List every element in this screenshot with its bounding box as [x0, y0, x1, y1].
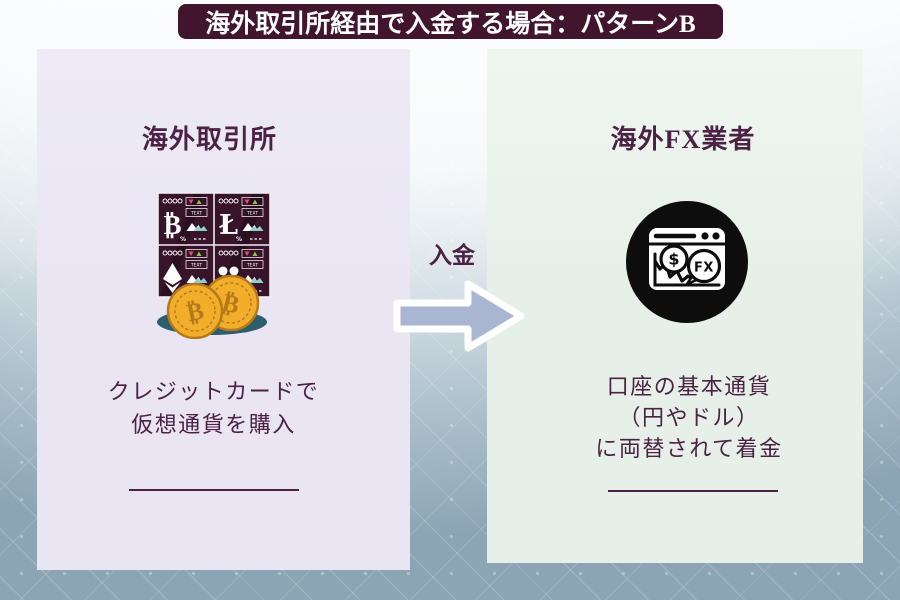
card-overseas-exchange: 海外取引所 [37, 49, 410, 570]
crypto-price-board-icon: TEXT TEXT TEXT TEXT % % % % ₿ Ł [156, 192, 271, 340]
right-arrow-icon [393, 280, 525, 352]
ethereum-symbol [162, 263, 182, 293]
chart-line [653, 260, 695, 283]
fx-speech-bubble: FX [685, 248, 722, 286]
fx-broker-illustration: $ FX [622, 197, 752, 332]
card-overseas-fx-broker: 海外FX業者 $ FX [487, 49, 863, 563]
fx-label: FX [694, 261, 714, 276]
arrow-label: 入金 [429, 243, 475, 268]
bitcoin-symbol: ₿ [163, 210, 181, 241]
board-percent-label: % [180, 236, 186, 243]
description-line: に両替されて着金 [595, 436, 783, 461]
litecoin-symbol: Ł [218, 210, 237, 241]
board-text-label: TEXT [245, 263, 258, 269]
browser-dot [712, 232, 720, 240]
right-card-underline [608, 490, 778, 492]
coin-bitcoin-symbol: ₿ [219, 287, 242, 319]
description-line: 仮想通貨を購入 [131, 412, 296, 437]
crypto-exchange-illustration: TEXT TEXT TEXT TEXT % % % % ₿ Ł [149, 191, 279, 344]
description-line: 口座の基本通貨 [606, 374, 772, 399]
right-card-description: 口座の基本通貨 （円やドル） に両替されて着金 [501, 371, 877, 464]
browser-dot [701, 232, 709, 240]
left-card-title: 海外取引所 [141, 125, 277, 154]
board-text-label: TEXT [189, 211, 202, 217]
left-card-description: クレジットカードで 仮想通貨を購入 [27, 375, 400, 441]
title-banner: 海外取引所経由で入金する場合：パターンB [178, 4, 723, 39]
board-percent-label: % [236, 236, 242, 243]
board-text-label: TEXT [245, 211, 258, 217]
description-line: （円やドル） [618, 405, 760, 430]
dollar-sign: $ [668, 250, 679, 269]
right-card-title: 海外FX業者 [610, 125, 756, 154]
chart-axes [653, 252, 721, 287]
coin-bitcoin-symbol: ₿ [183, 296, 205, 328]
dollar-badge: $ [659, 244, 689, 274]
left-card-underline [128, 489, 299, 491]
description-line: クレジットカードで [107, 379, 320, 404]
bitcoin-coin-front: ₿ [166, 282, 223, 340]
fx-trading-browser-icon: $ FX [626, 201, 748, 323]
board-text-label: TEXT [189, 263, 202, 269]
